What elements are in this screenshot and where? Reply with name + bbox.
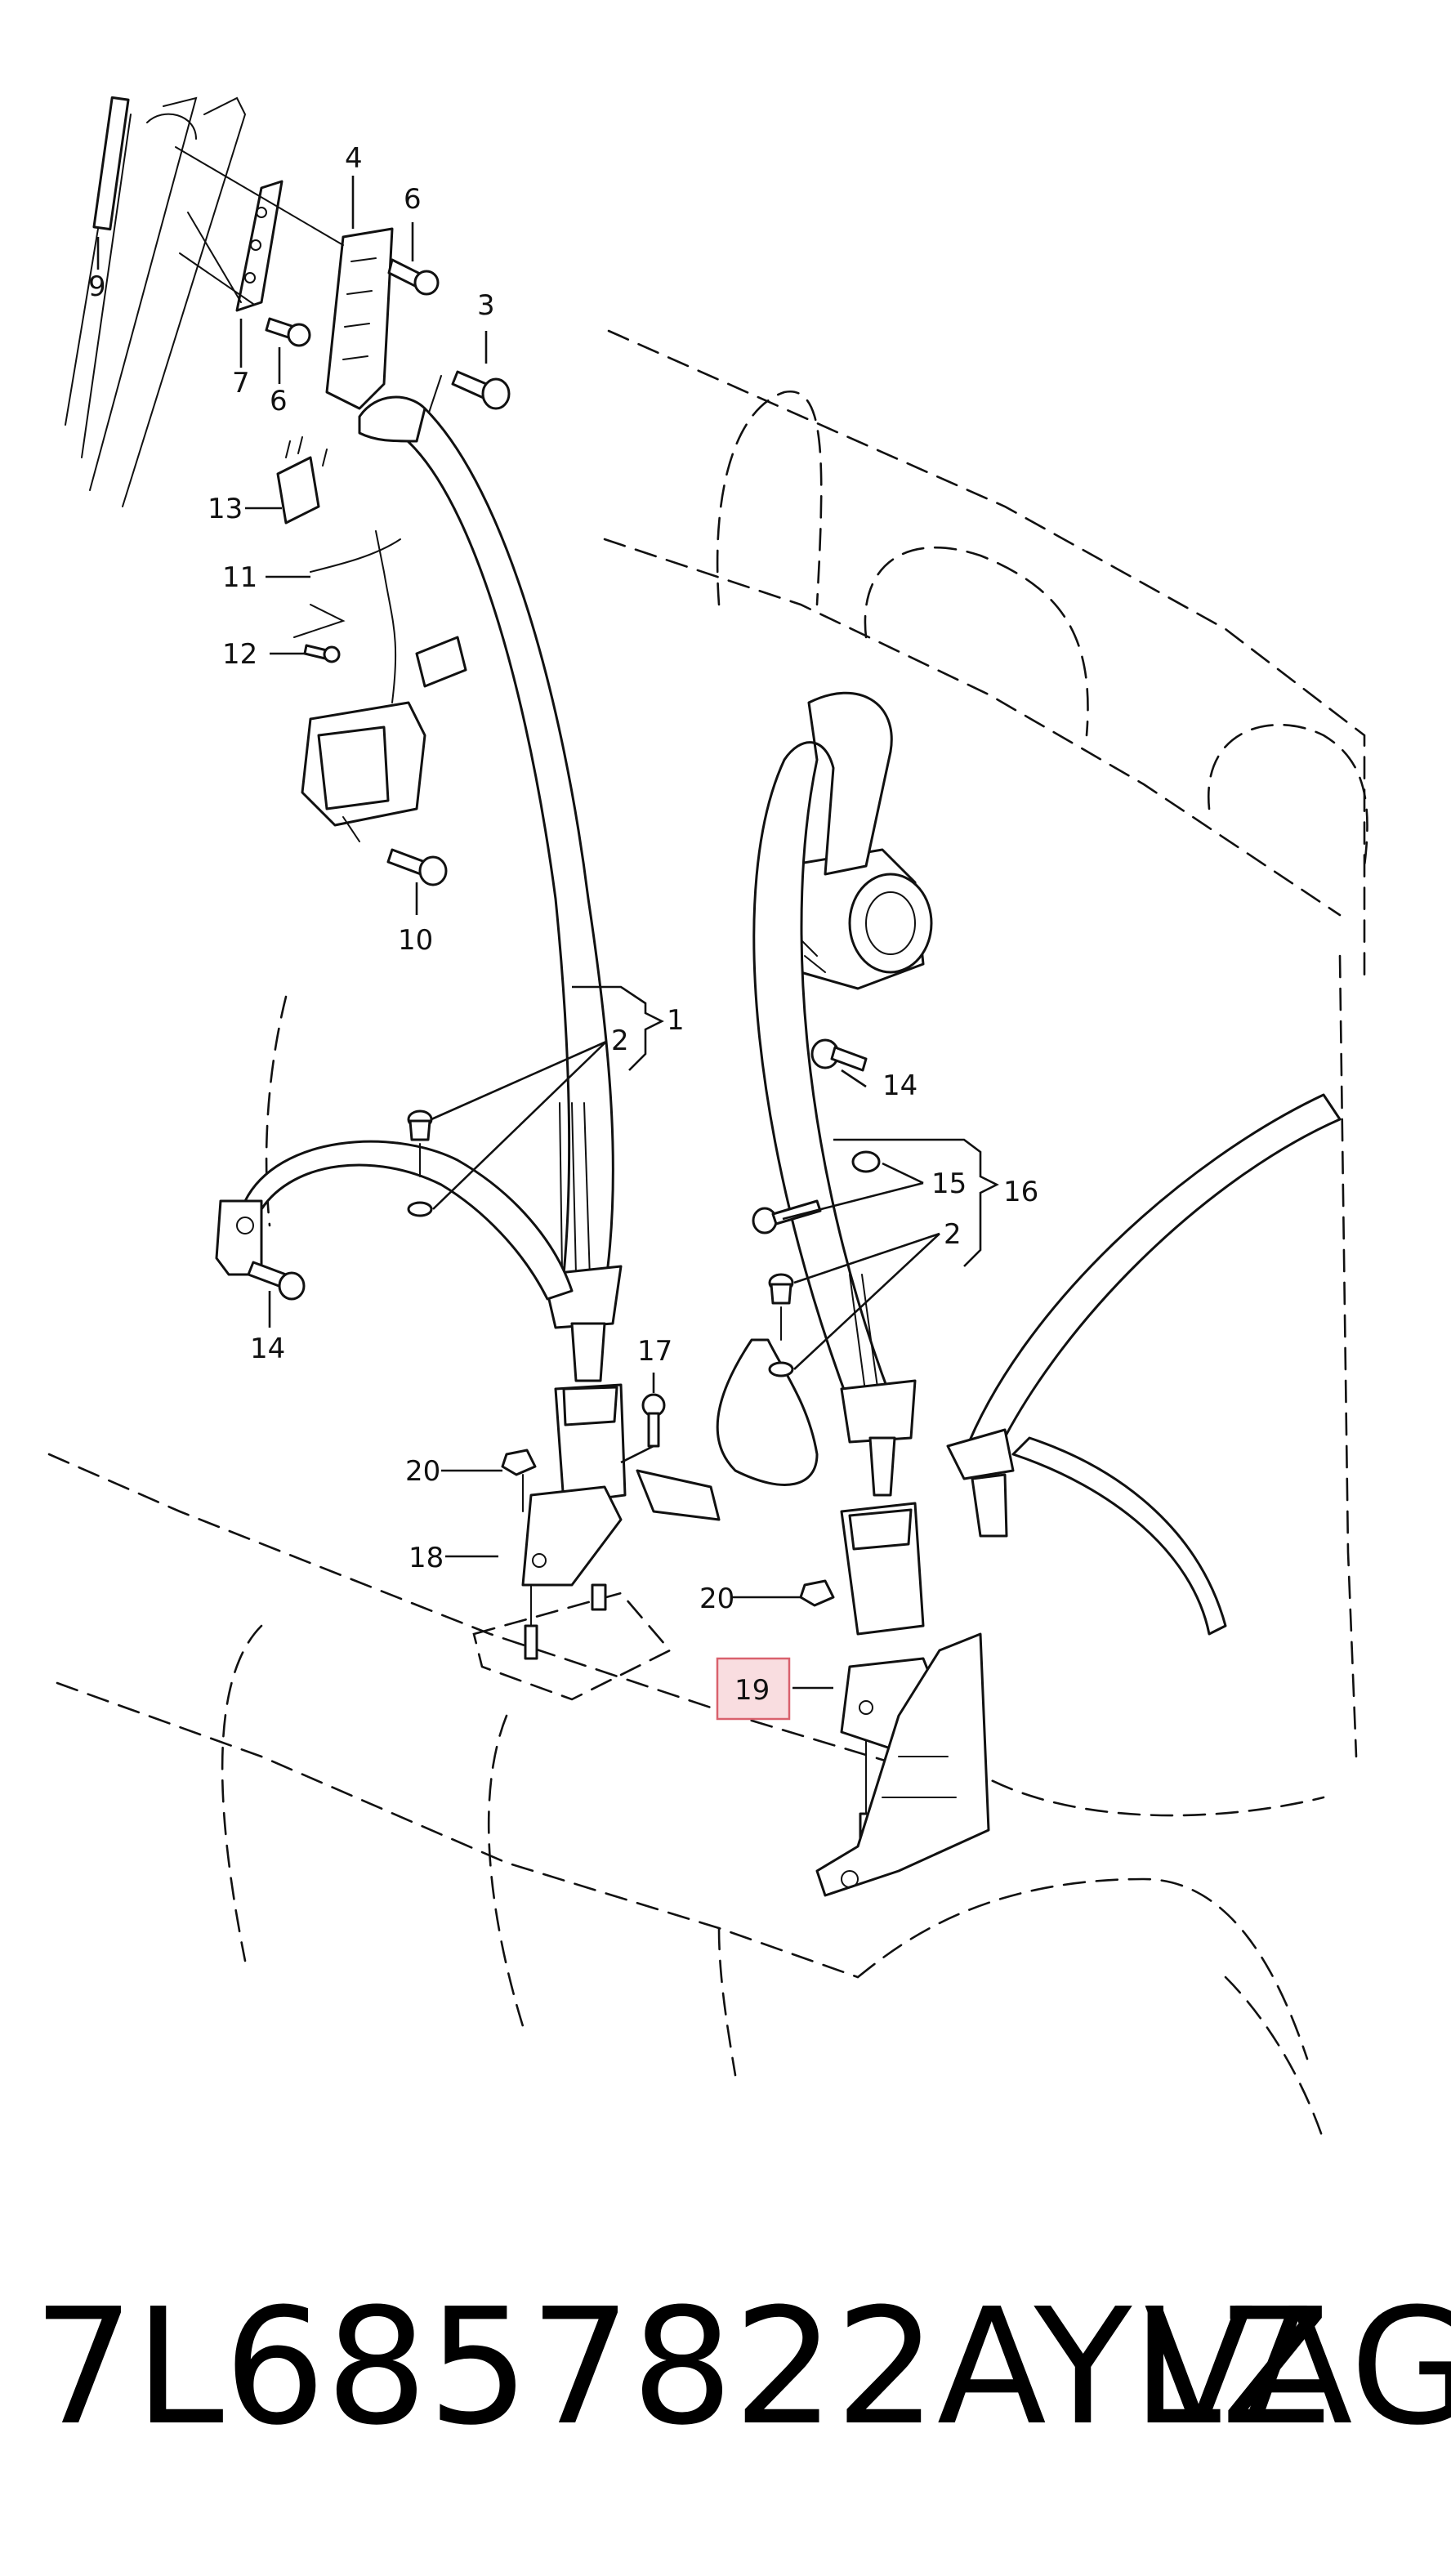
callout-11: 11: [222, 561, 257, 594]
callout-12: 12: [222, 638, 257, 671]
callout-6-upper: 6: [404, 183, 422, 216]
cap-2-left: [407, 1109, 433, 1217]
center-lap-strap: [636, 1338, 819, 1521]
seat-bracket-right: [815, 1632, 990, 1897]
retractor-right: [783, 848, 933, 990]
callout-4: 4: [345, 142, 363, 175]
callout-2-left: 2: [611, 1025, 629, 1057]
callout-14-right: 14: [882, 1069, 917, 1102]
bolt-17: [641, 1393, 666, 1448]
bolt-12: [303, 644, 341, 663]
callout-16: 16: [1003, 1176, 1038, 1208]
bolt-3: [424, 370, 511, 426]
callout-17: 17: [637, 1335, 672, 1368]
buckle-left: [521, 1383, 627, 1660]
retractor-left: [301, 530, 467, 842]
callout-13: 13: [208, 493, 243, 525]
pillar-trim: [65, 96, 247, 507]
lap-belt-left: [215, 1140, 574, 1301]
callout-18: 18: [409, 1542, 444, 1574]
callout-3: 3: [477, 289, 495, 322]
callout-20-left: 20: [405, 1455, 440, 1488]
callout-15: 15: [931, 1167, 967, 1200]
callout-1: 1: [667, 1004, 685, 1037]
part-number: 7L6857822AYLZ: [33, 2275, 1331, 2461]
leader-lines: [96, 176, 999, 1690]
buckle-right: [840, 1502, 941, 1848]
wire-guide-11: [293, 538, 401, 638]
belt-webbing-left: [358, 395, 623, 1382]
nut-20-left: [501, 1449, 537, 1512]
bolt-6-upper: [387, 258, 440, 296]
highlight-box-19: [716, 1657, 791, 1721]
bolt-14-left: [247, 1261, 306, 1301]
callout-labels: 1 2 2 3 4 6 6 7 9 10 11 12 13 14 14 15 1…: [88, 142, 1038, 1707]
nut-20-right: [799, 1579, 835, 1607]
parts-diagram: 1 2 2 3 4 6 6 7 9 10 11 12 13 14 14 15 1…: [47, 96, 1368, 2142]
callout-19: 19: [734, 1674, 770, 1707]
callout-6-lower: 6: [270, 385, 288, 417]
belt-webbing-far-right: [946, 1093, 1342, 1636]
callout-2-right: 2: [944, 1218, 962, 1251]
rear-seat-outline: [47, 329, 1368, 2142]
callout-14-left: 14: [250, 1333, 285, 1365]
belt-webbing-right: [752, 691, 917, 1497]
bolt-10: [386, 848, 448, 886]
clip-13: [276, 436, 328, 525]
height-adjuster: [175, 146, 394, 410]
callout-10: 10: [398, 924, 433, 957]
cap-2-right: [768, 1273, 794, 1377]
bolt-14-right: [810, 1038, 868, 1072]
bolt-6-lower: [265, 317, 311, 347]
callout-20-right: 20: [699, 1583, 734, 1615]
brand-name: VAG: [1144, 2275, 1451, 2461]
callout-7: 7: [232, 367, 250, 400]
callout-9: 9: [88, 270, 106, 303]
